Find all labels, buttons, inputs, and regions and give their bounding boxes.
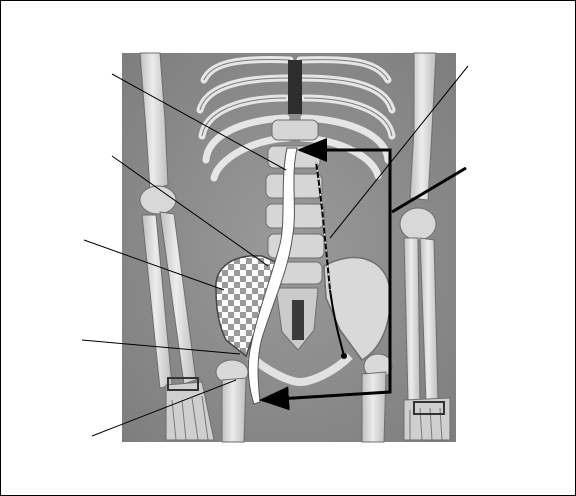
leader-lines	[81, 65, 469, 437]
pubic-arch	[247, 352, 353, 387]
wrist-clip-right	[413, 401, 445, 415]
leader-line-2	[111, 155, 269, 267]
stand-post	[292, 300, 304, 340]
bracket-pointer	[391, 166, 467, 214]
right-hand	[403, 397, 451, 441]
left-elbow	[139, 185, 177, 215]
wrist-clip-left	[167, 377, 199, 391]
left-femur	[221, 377, 247, 443]
leader-line-4	[81, 339, 241, 355]
leader-line-1	[111, 73, 287, 171]
left-forearm-ulna	[159, 211, 197, 385]
leader-line-6	[329, 65, 469, 239]
skeleton	[139, 52, 451, 443]
right-elbow	[399, 207, 437, 241]
right-humerus	[409, 52, 437, 201]
right-femur	[361, 371, 387, 443]
left-humerus	[139, 52, 169, 191]
sternum-gap	[288, 60, 302, 114]
leader-line-3	[83, 239, 225, 291]
leader-line-5	[91, 379, 237, 437]
